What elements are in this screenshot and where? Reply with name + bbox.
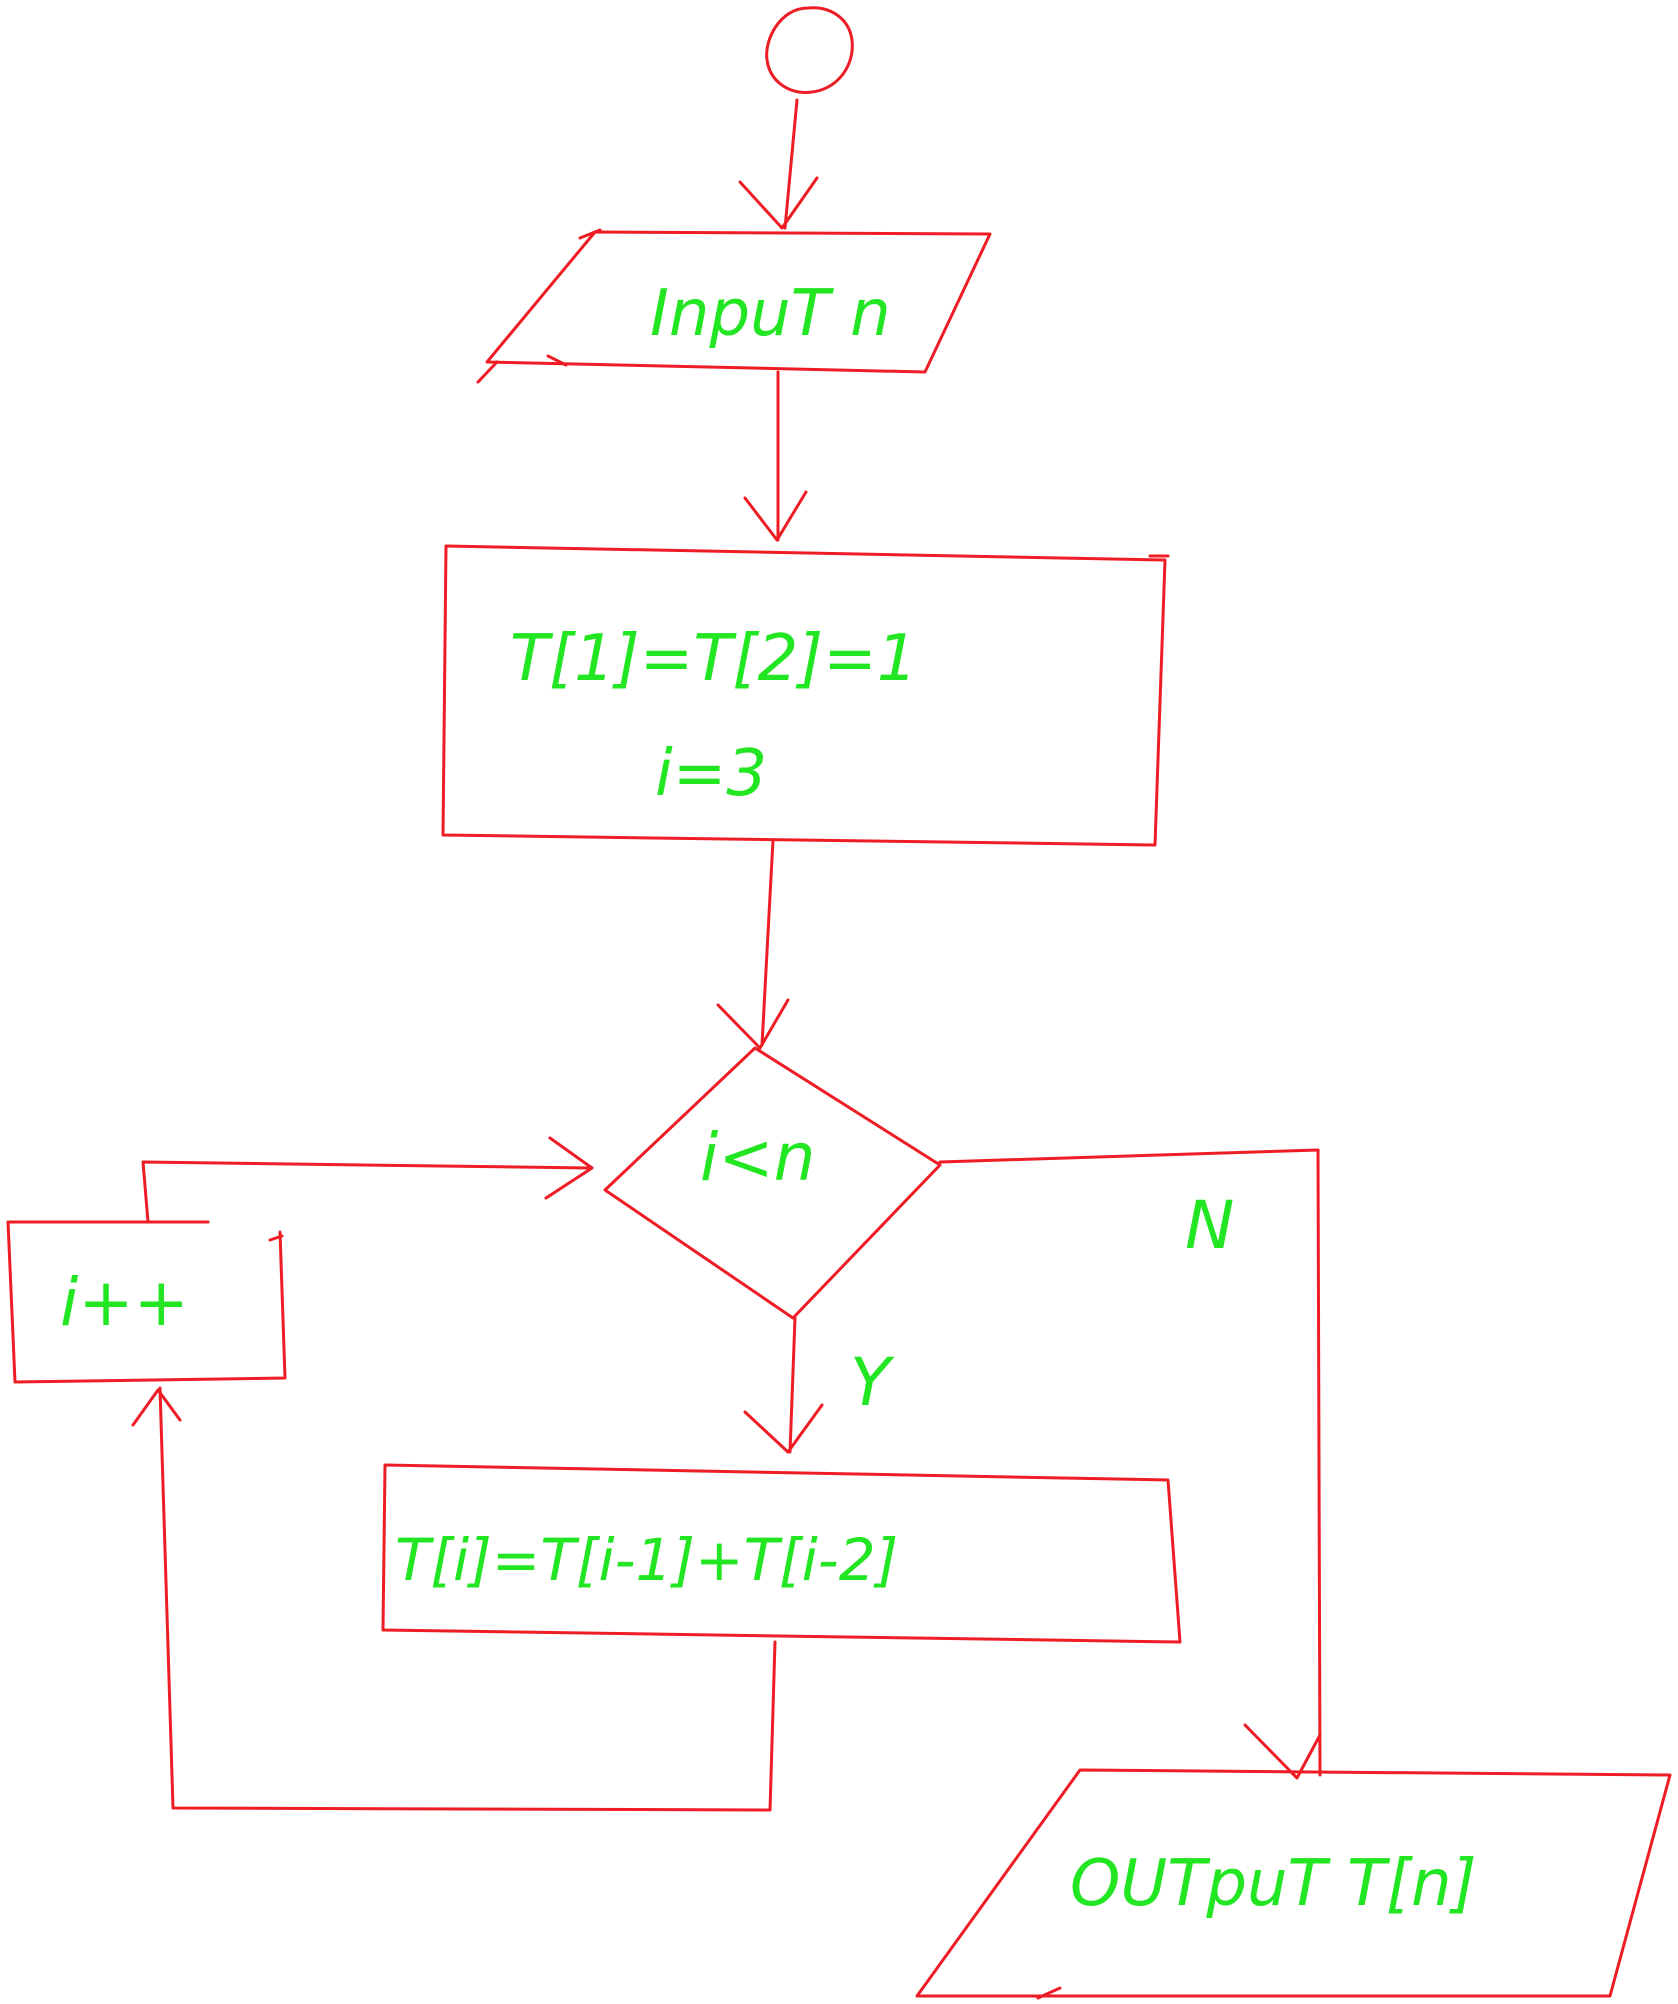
output-label: OUTpuT T[n] [1070,1847,1477,1921]
arrow-init-to-decision [716,838,790,1050]
condition-label: i<n [700,1119,815,1196]
input-node: InpuT n [476,228,992,384]
arrow-process-to-increment [131,1386,777,1812]
arrow-yes-to-process: Y [743,1316,895,1454]
arrow-no-to-output: N [938,1148,1322,1780]
init-line1: T[1]=T[2]=1 [510,622,917,696]
arrow-increment-to-decision [141,1136,594,1224]
increment-label: i++ [60,1264,189,1341]
arrow-input-to-init [743,370,808,542]
arrow-start-to-input [738,98,819,230]
start-node [765,6,854,94]
decision-node: i<n [603,1046,942,1320]
process-node: T[i]=T[i-1]+T[i-2] [381,1463,1182,1644]
input-label: InpuT n [650,277,891,351]
no-label: N [1185,1187,1234,1264]
process-label: T[i]=T[i-1]+T[i-2] [395,1526,898,1594]
yes-label: Y [850,1344,895,1421]
increment-node: i++ [6,1220,287,1384]
output-node: OUTpuT T[n] [915,1768,1672,2000]
init-line2: i=3 [655,737,767,811]
init-node: T[1]=T[2]=1 i=3 [441,544,1170,847]
